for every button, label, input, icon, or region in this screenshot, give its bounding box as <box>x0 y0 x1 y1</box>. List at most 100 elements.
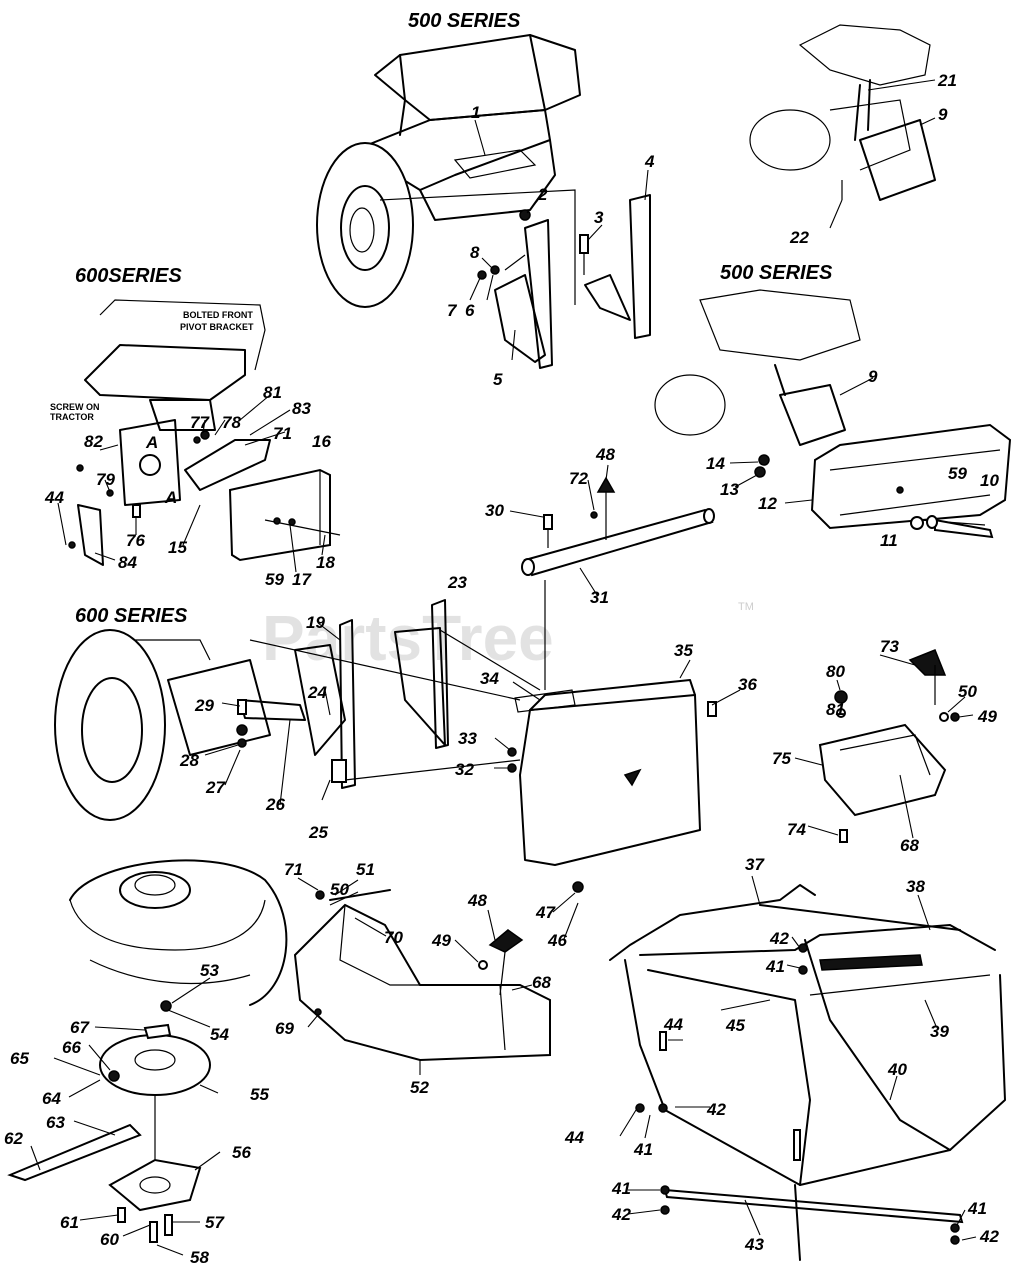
callout: 65 <box>10 1049 29 1068</box>
callout: 48 <box>595 445 615 464</box>
hardware-3 <box>579 234 589 275</box>
callout: 42 <box>706 1100 726 1119</box>
callout: 1 <box>471 103 480 122</box>
callout: 40 <box>887 1060 907 1079</box>
series-label-500-right: 500 SERIES <box>720 262 833 284</box>
callout: 49 <box>431 931 451 950</box>
callout: 30 <box>485 501 504 520</box>
series-labels: 500 SERIES 600SERIES 500 SERIES 600 SERI… <box>50 10 833 627</box>
callout: 57 <box>205 1213 225 1232</box>
callout: 43 <box>744 1235 764 1254</box>
callout: 50 <box>330 880 349 899</box>
callout: 75 <box>772 749 791 768</box>
note-pivot-bracket: PIVOT BRACKET <box>180 322 254 332</box>
callout: 41 <box>967 1199 987 1218</box>
callout: 79 <box>96 470 115 489</box>
callout: 59 <box>948 464 967 483</box>
callout: 72 <box>569 469 588 488</box>
callout: 54 <box>210 1025 229 1044</box>
callout: 35 <box>674 641 693 660</box>
callout: 71 <box>273 424 292 443</box>
callout: 41 <box>765 957 785 976</box>
note-tractor: TRACTOR <box>50 412 94 422</box>
callout: 9 <box>868 367 878 386</box>
callout: 81 <box>263 383 282 402</box>
series-label-500-top: 500 SERIES <box>408 10 521 32</box>
tractor-600-pivot-bracket <box>68 299 341 566</box>
callout: 10 <box>980 471 999 490</box>
callout: 24 <box>307 683 327 702</box>
callout: 19 <box>306 613 325 632</box>
callout: 22 <box>789 228 809 247</box>
callout: 61 <box>60 1213 79 1232</box>
deck-housing <box>69 859 288 1006</box>
callout: 7 <box>447 301 458 320</box>
bracket-5 <box>494 219 553 369</box>
suitcase-weight-12 <box>754 423 1012 539</box>
callout: 82 <box>84 432 103 451</box>
callout: 64 <box>42 1089 61 1108</box>
callout: 70 <box>384 928 403 947</box>
callout: 68 <box>532 973 551 992</box>
callout: 21 <box>937 71 957 90</box>
callout: 33 <box>458 729 477 748</box>
callout: 8 <box>470 243 480 262</box>
callout: 42 <box>769 929 789 948</box>
callout: 63 <box>46 1113 65 1132</box>
tractor-500-middle-right <box>654 289 861 446</box>
note-label-a-upper: A <box>145 433 158 452</box>
callout: 38 <box>906 877 925 896</box>
callout: 39 <box>930 1022 949 1041</box>
callout: 15 <box>168 538 187 557</box>
callout: 6 <box>465 301 475 320</box>
tractor-600-front-mount <box>54 580 717 893</box>
callout: 4 <box>644 152 655 171</box>
callout: 44 <box>564 1128 584 1147</box>
callout: 16 <box>312 432 331 451</box>
callout: 48 <box>467 891 487 910</box>
callout: 12 <box>758 494 777 513</box>
callout: 49 <box>977 707 997 726</box>
callout: 28 <box>179 751 199 770</box>
callout: 25 <box>308 823 328 842</box>
note-label-a-lower: A <box>164 488 177 507</box>
callout: 41 <box>611 1179 631 1198</box>
callout: 44 <box>663 1015 683 1034</box>
callout: 3 <box>594 208 604 227</box>
callout: 13 <box>720 480 739 499</box>
callout: 9 <box>938 105 948 124</box>
callout: 2 <box>537 185 548 204</box>
grass-bag-frame <box>609 884 1006 1261</box>
callout: 18 <box>316 553 335 572</box>
callout: 41 <box>633 1140 653 1159</box>
callout: 55 <box>250 1085 269 1104</box>
callouts: 1 2 3 4 5 6 7 8 21 9 22 9 14 13 12 59 11… <box>4 71 999 1267</box>
callout: 5 <box>493 370 503 389</box>
leader-lines <box>30 79 977 1256</box>
callout: 32 <box>455 760 474 779</box>
callout: 58 <box>190 1248 209 1267</box>
callout: 78 <box>222 413 241 432</box>
callout: 14 <box>706 454 725 473</box>
note-bolted-front: BOLTED FRONT <box>183 310 253 320</box>
callout: 47 <box>535 903 556 922</box>
callout: 23 <box>447 573 467 592</box>
spindle-assembly <box>7 1000 211 1243</box>
callout: 51 <box>356 860 375 879</box>
bracket-4 <box>584 194 651 339</box>
callout: 81 <box>826 700 845 719</box>
callout: 44 <box>44 488 64 507</box>
callout: 62 <box>4 1129 23 1148</box>
callout: 60 <box>100 1230 119 1249</box>
callout: 68 <box>900 836 919 855</box>
callout: 42 <box>611 1205 631 1224</box>
callout: 27 <box>205 778 226 797</box>
callout: 71 <box>284 860 303 879</box>
tractor-500-front-assembly <box>316 34 581 308</box>
series-label-600-left: 600SERIES <box>75 265 182 287</box>
callout: 56 <box>232 1143 251 1162</box>
callout: 37 <box>745 855 765 874</box>
callout: 84 <box>118 553 137 572</box>
watermark-partstree: PartsTree <box>262 602 554 674</box>
